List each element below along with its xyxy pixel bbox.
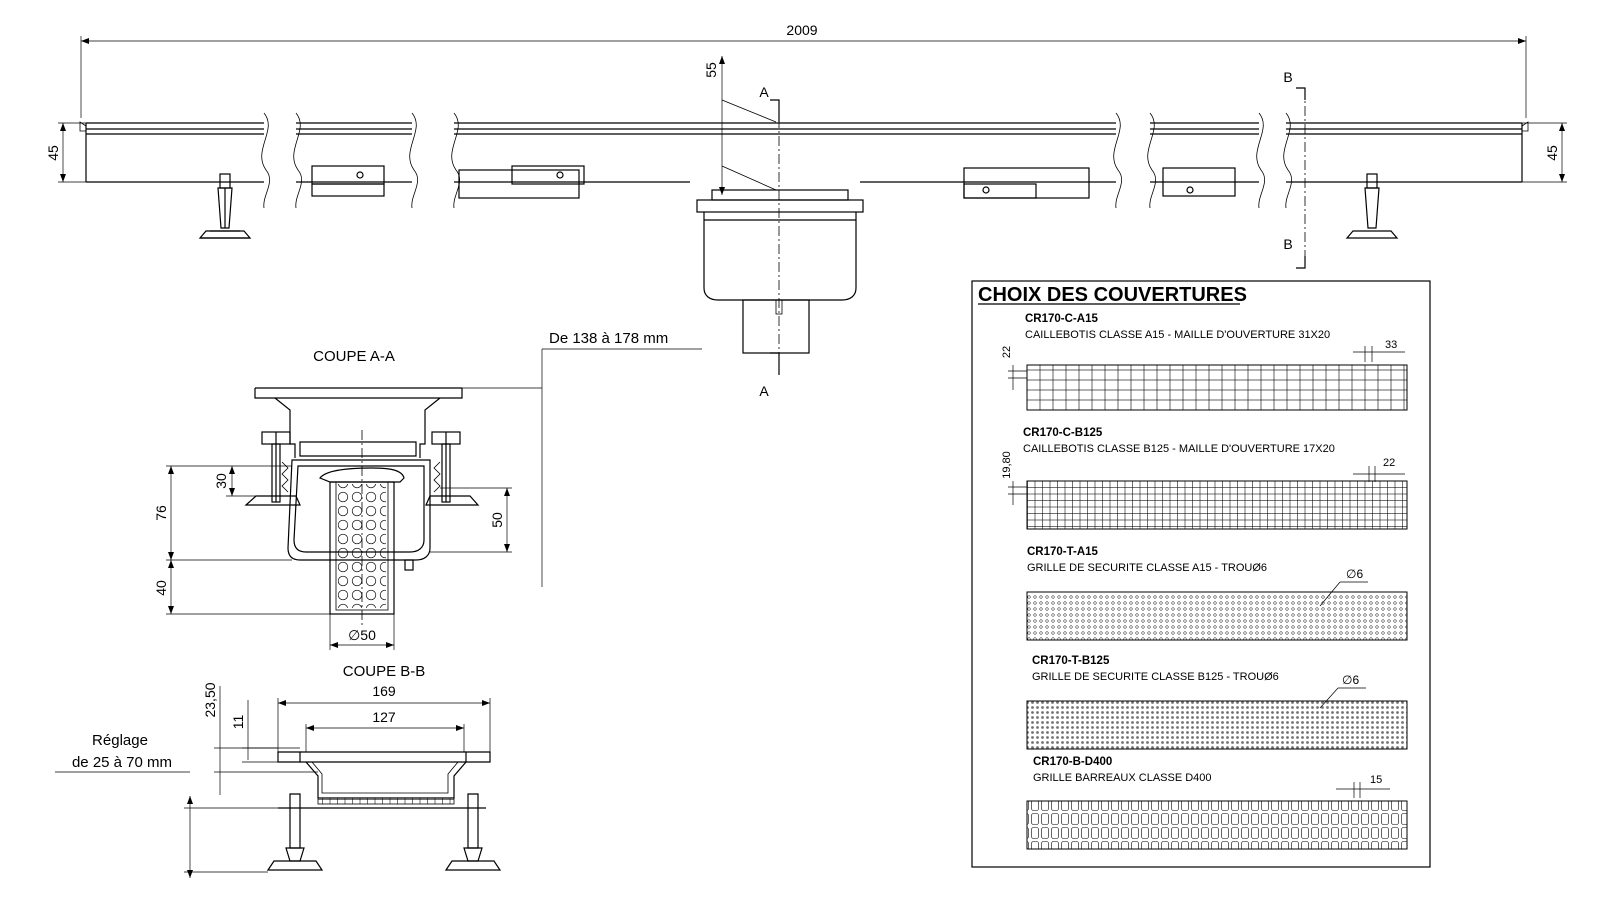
outlet-height-label: De 138 à 178 mm [549, 330, 668, 347]
cover-item: CR170-T-B125 GRILLE DE SECURITE CLASSE B… [1026, 655, 1408, 750]
section-bb: COUPE B-B 169 127 23,50 [55, 663, 502, 878]
adjust-label-2: de 25 à 70 mm [72, 754, 172, 771]
cover-desc: GRILLE BARREAUX CLASSE D400 [1033, 772, 1212, 784]
aa-dim-40: 40 [153, 580, 169, 596]
cover-desc: GRILLE DE SECURITE CLASSE B125 - TROUØ6 [1032, 671, 1279, 683]
cover-item: CR170-B-D400 GRILLE BARREAUX CLASSE D400… [1026, 756, 1408, 850]
outlet-height-callout: De 138 à 178 mm [462, 330, 702, 587]
cover-dim-b: 19,80 [1001, 451, 1013, 479]
bb-dim-11: 11 [230, 715, 246, 730]
bb-dim-2350: 23,50 [202, 682, 218, 717]
section-a-top-label: A [759, 84, 769, 100]
section-b-bottom-label: B [1283, 236, 1292, 252]
cover-desc: CAILLEBOTIS CLASSE A15 - MAILLE D'OUVERT… [1025, 329, 1330, 341]
cover-item: CR170-C-A15 CAILLEBOTIS CLASSE A15 - MAI… [1001, 313, 1408, 411]
cover-code: CR170-B-D400 [1033, 756, 1112, 768]
cover-dim-a: 15 [1370, 774, 1382, 786]
cover-code: CR170-C-B125 [1023, 427, 1103, 439]
section-b-top-label: B [1283, 69, 1292, 85]
section-aa: COUPE A-A [153, 348, 512, 650]
height-left-label: 45 [45, 145, 61, 161]
cover-item: CR170-T-A15 GRILLE DE SECURITE CLASSE A1… [1026, 546, 1408, 641]
height-right-label: 45 [1544, 145, 1560, 161]
cover-desc: GRILLE DE SECURITE CLASSE A15 - TROUØ6 [1027, 562, 1267, 574]
aa-dim-50: 50 [489, 512, 505, 528]
cover-code: CR170-T-B125 [1032, 655, 1110, 667]
covers-title: CHOIX DES COUVERTURES [978, 284, 1247, 306]
cover-dim-b: 22 [1001, 346, 1013, 358]
bb-dim-169: 169 [372, 683, 396, 699]
cover-dim-a: 22 [1383, 457, 1395, 469]
channel-elevation: 2009 [45, 22, 1567, 399]
cover-code: CR170-T-A15 [1027, 546, 1099, 558]
covers-panel: CHOIX DES COUVERTURES CR170-C-A15 CAILLE… [971, 280, 1431, 868]
foot-left [198, 173, 252, 239]
adjust-label-1: Réglage [92, 732, 148, 749]
cover-item: CR170-C-B125 CAILLEBOTIS CLASSE B125 - M… [1001, 427, 1408, 530]
section-a-bottom-label: A [759, 383, 769, 399]
bb-dim-127: 127 [372, 709, 396, 725]
aa-dim-76: 76 [153, 505, 169, 521]
outlet-sump [696, 189, 864, 354]
aa-dim-30: 30 [213, 473, 229, 489]
overall-length-label: 2009 [786, 22, 817, 38]
cover-code: CR170-C-A15 [1025, 313, 1098, 325]
foot-right [1345, 173, 1399, 239]
cover-dim-a: 33 [1385, 339, 1397, 351]
cover-dim-a: ∅6 [1342, 673, 1359, 687]
section-aa-title: COUPE A-A [313, 348, 395, 365]
cover-dim-a: ∅6 [1346, 567, 1363, 581]
section-bb-title: COUPE B-B [343, 663, 426, 680]
outlet-offset-label: 55 [703, 62, 719, 78]
aa-dim-diameter: ∅50 [348, 627, 376, 643]
cover-desc: CAILLEBOTIS CLASSE B125 - MAILLE D'OUVER… [1023, 443, 1335, 455]
